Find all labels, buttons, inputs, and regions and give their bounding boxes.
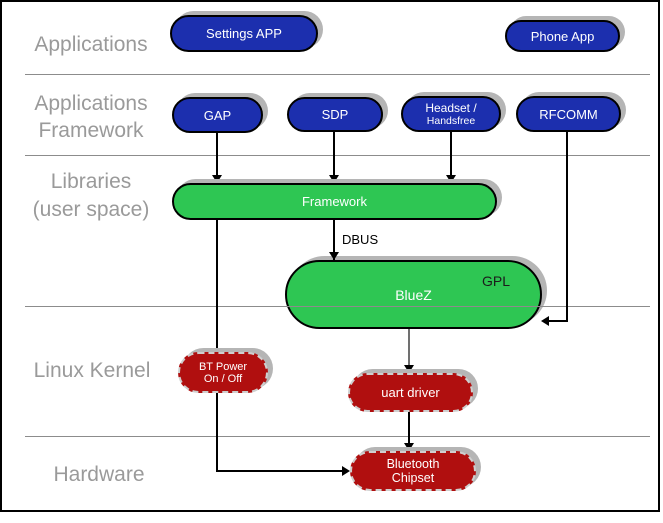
node-framework-label: Framework (301, 194, 367, 209)
node-uart-driver-label: uart driver (381, 385, 440, 400)
edge-framework-bluez (333, 220, 335, 260)
dbus-edge-label: DBUS (342, 232, 379, 247)
arrowhead-framework-chipset (342, 466, 350, 476)
layer-label-applications: Applications (34, 33, 148, 56)
bluez-gpl-license-label: GPL (481, 273, 510, 289)
layer-label-applications-framework: Applications Framework (16, 90, 166, 144)
node-bt-power-line2: On / Off (203, 372, 243, 385)
edge-framework-chipset-vertical (216, 220, 218, 472)
arrowhead-bluez-uart (404, 365, 414, 373)
node-bt-power: BT Power On / Off (178, 352, 268, 393)
arrowhead-rfcomm-bluez (541, 316, 549, 326)
layer-label-applications-framework-line1: Applications (34, 92, 148, 115)
node-phone-app-label: Phone App (530, 28, 595, 44)
edge-gap-framework (216, 133, 218, 183)
node-headset-line1: Headset / (425, 101, 477, 115)
node-headset-handsfree: Headset / Handsfree (401, 96, 501, 132)
layer-label-linux-kernel: Linux Kernel (33, 359, 151, 382)
layer-label-hardware: Hardware (53, 463, 145, 486)
node-settings-app: Settings APP (170, 15, 318, 52)
arrowhead-gap-framework (212, 175, 222, 183)
arrowhead-headset-framework (446, 175, 456, 183)
node-phone-app: Phone App (505, 20, 620, 52)
node-gap-label: GAP (203, 107, 232, 123)
layer-divider-4 (25, 436, 650, 437)
edge-bluez-uart (408, 329, 410, 365)
node-headset-line2: Handsfree (426, 115, 476, 127)
layer-label-libraries-line1: Libraries (50, 170, 132, 193)
layer-label-libraries-line2: (user space) (32, 198, 150, 221)
node-sdp: SDP (287, 97, 383, 132)
node-framework: Framework (172, 183, 497, 220)
edge-framework-chipset-horizontal (216, 470, 342, 472)
edge-rfcomm-bluez-horizontal (549, 320, 568, 322)
edge-headset-framework (450, 132, 452, 183)
edge-rfcomm-bluez-vertical (566, 132, 568, 322)
node-bluez-label: BlueZ (395, 286, 432, 303)
layer-label-applications-framework-line2: Framework (38, 119, 144, 142)
edge-uart-chipset (408, 412, 410, 443)
node-bluetooth-chipset-line2: Chipset (391, 471, 435, 485)
layer-divider-2 (25, 155, 650, 156)
node-gap: GAP (172, 97, 263, 133)
node-rfcomm-label: RFCOMM (539, 106, 598, 122)
arrowhead-uart-chipset (404, 443, 414, 451)
node-settings-app-label: Settings APP (206, 26, 282, 41)
node-bt-power-line1: BT Power (198, 360, 248, 373)
node-sdp-label: SDP (321, 107, 349, 122)
layer-divider-3 (25, 306, 650, 307)
node-uart-driver: uart driver (348, 373, 473, 412)
node-bluez: GPL BlueZ (285, 260, 542, 329)
node-rfcomm: RFCOMM (516, 96, 621, 132)
layer-label-libraries: Libraries (user space) (10, 168, 172, 224)
node-bluetooth-chipset: Bluetooth Chipset (350, 451, 476, 491)
layer-divider-1 (25, 74, 650, 75)
edge-sdp-framework (333, 132, 335, 183)
arrowhead-framework-bluez (329, 252, 339, 260)
arrowhead-sdp-framework (329, 175, 339, 183)
node-bluetooth-chipset-line1: Bluetooth (386, 457, 440, 471)
